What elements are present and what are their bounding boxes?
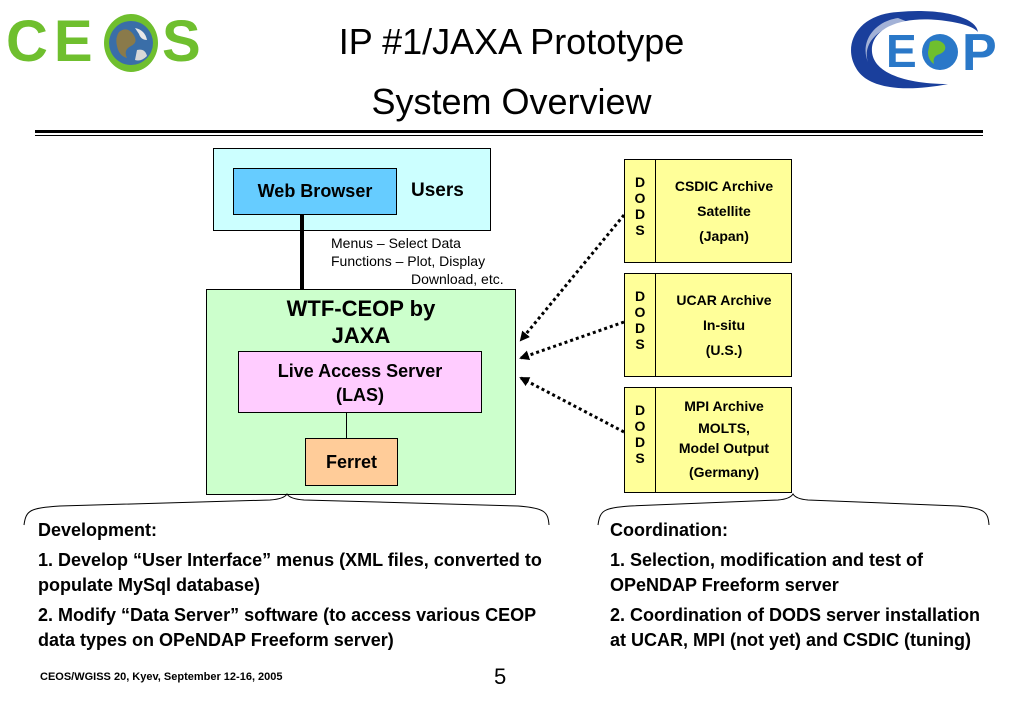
dods-divider (655, 388, 656, 492)
archive-country: (Germany) (688, 464, 760, 480)
archive-country: (U.S.) (705, 342, 743, 358)
dods-label: D O D S (625, 174, 655, 238)
users-label: Users (411, 180, 464, 201)
ferret-box: Ferret (305, 438, 398, 486)
archive-box-mpi: D O D S MPI Archive MOLTS, Model Output … (624, 387, 792, 493)
development-heading: Development: (38, 520, 158, 540)
menus-note-line1: Menus – Select Data (331, 235, 461, 251)
archive-text: CSDIC Archive Satellite (Japan) (656, 174, 792, 249)
ceos-logo-text-right: S (162, 9, 201, 74)
arrow-csdic (519, 214, 626, 342)
coordination-brace (597, 493, 990, 526)
archive-country: (Japan) (699, 228, 749, 244)
dods-letter: S (635, 450, 645, 466)
dods-label: D O D S (625, 288, 655, 352)
menus-note-line3: Download, etc. (411, 271, 504, 287)
archive-name: CSDIC Archive (674, 178, 774, 194)
dods-divider (655, 160, 656, 262)
ceop-logo-letter-p: P (962, 24, 997, 82)
ferret-label: Ferret (325, 452, 378, 472)
development-brace (23, 493, 550, 526)
archive-text: MPI Archive MOLTS, Model Output (Germany… (656, 395, 792, 487)
menus-note: Menus – Select Data Functions – Plot, Di… (331, 234, 531, 288)
archive-name: MPI Archive (684, 398, 764, 414)
las-label-line2: (LAS) (336, 385, 384, 405)
dods-letter: D (634, 288, 646, 304)
globe-icon (104, 14, 158, 72)
dods-divider (655, 274, 656, 376)
development-item-1: 1. Develop “User Interface” menus (XML f… (38, 550, 542, 595)
web-browser-label: Web Browser (257, 181, 373, 201)
dods-letter: S (635, 336, 645, 352)
users-connector-line (300, 215, 304, 290)
dods-letter: D (634, 174, 646, 190)
menus-note-line2: Functions – Plot, Display (331, 253, 486, 269)
web-browser-box: Web Browser (233, 168, 397, 215)
archive-type: Satellite (697, 203, 751, 219)
dods-letter: O (634, 304, 646, 320)
dods-letter: S (635, 222, 645, 238)
las-ferret-line (346, 413, 347, 438)
dods-letter: O (634, 418, 646, 434)
footer-caption: CEOS/WGISS 20, Kyev, September 12-16, 20… (40, 671, 283, 683)
coordination-item-1: 1. Selection, modification and test of O… (610, 550, 924, 595)
coordination-item-2: 2. Coordination of DODS server installat… (610, 605, 981, 650)
ceop-swoosh-icon (851, 10, 978, 89)
wtf-ceop-title-line1: WTF-CEOP by (286, 296, 436, 321)
dods-label: D O D S (625, 402, 655, 466)
archive-name: UCAR Archive (676, 292, 772, 308)
wtf-ceop-title: WTF-CEOP by JAXA (206, 295, 516, 349)
archive-box-csdic: D O D S CSDIC Archive Satellite (Japan) (624, 159, 792, 263)
title-rule-thick (35, 130, 983, 133)
wtf-ceop-title-line2: JAXA (331, 323, 391, 348)
ceop-logo-letter-e: E (886, 25, 917, 77)
las-box: Live Access Server (LAS) (238, 351, 482, 413)
dods-letter: D (634, 434, 646, 450)
title-rule-thin (35, 135, 983, 136)
ceos-logo-text-left: CE (6, 9, 99, 74)
dods-letter: D (634, 402, 646, 418)
archive-type: In-situ (703, 317, 745, 333)
archive-box-ucar: D O D S UCAR Archive In-situ (U.S.) (624, 273, 792, 377)
ceos-logo: CE S (6, 8, 206, 78)
arrow-ucar (519, 320, 625, 361)
development-item-2: 2. Modify “Data Server” software (to acc… (38, 605, 536, 650)
dods-letter: D (634, 320, 646, 336)
coordination-heading: Coordination: (610, 520, 728, 540)
archive-text: UCAR Archive In-situ (U.S.) (656, 288, 792, 363)
ceop-logo: E P (838, 4, 1023, 94)
archive-type: Model Output (678, 440, 770, 456)
las-label-line1: Live Access Server (277, 361, 443, 381)
page-number: 5 (494, 664, 507, 689)
dods-letter: O (634, 190, 646, 206)
dods-letter: D (634, 206, 646, 222)
slide-title-line2: System Overview (371, 81, 652, 122)
archive-type: MOLTS, (698, 420, 750, 436)
slide-title-line1: IP #1/JAXA Prototype (338, 21, 685, 62)
arrow-mpi (519, 376, 625, 434)
